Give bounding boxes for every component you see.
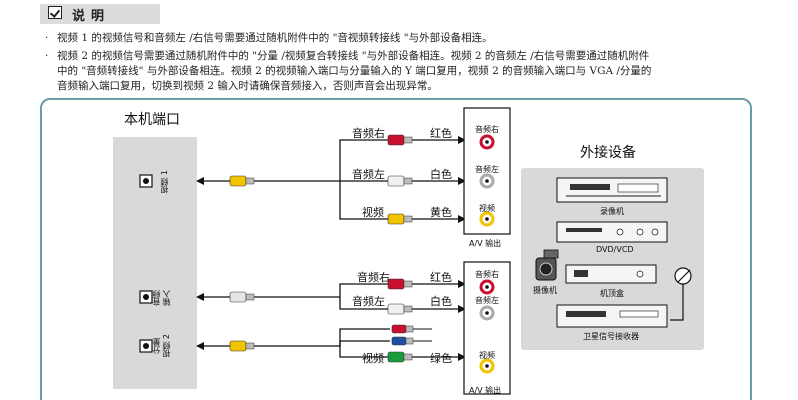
top-color-yellow: 黄色	[430, 206, 452, 219]
device-label-satellite: 卫星信号接收器	[583, 332, 639, 341]
satellite-receiver-icon	[556, 304, 668, 328]
top-color-red: 红色	[430, 127, 452, 140]
note-2: · 视频 2 的视频信号需要通过随机附件中的 "分量 /视频复合转接线 "与外部…	[45, 50, 652, 92]
bottom-jack-audio-right: 音频右	[475, 270, 499, 279]
top-color-white: 白色	[430, 168, 452, 181]
top-label-video: 视频	[362, 206, 384, 219]
plug-top-white	[387, 175, 466, 187]
plug-component-red	[391, 324, 432, 334]
camcorder-icon	[535, 249, 559, 281]
local-ports-title: 本机端口	[124, 112, 180, 128]
satellite-dish-icon	[670, 267, 692, 321]
bottom-color-white: 白色	[430, 295, 452, 308]
plug-top-yellow	[387, 213, 466, 225]
bottom-av-output-label: A/V 输出	[469, 386, 502, 395]
plug-top-red	[387, 134, 466, 146]
plug-component-blue	[391, 336, 432, 346]
top-label-audio-right: 音频右	[352, 127, 385, 140]
set-top-box-icon	[565, 264, 657, 284]
port-component-video2	[139, 339, 153, 353]
plug-bottom-white	[387, 303, 466, 315]
bottom-label-audio-left: 音频左	[352, 295, 385, 308]
plug-bottom-red	[387, 278, 466, 290]
section-header	[40, 4, 160, 24]
local-ports-panel	[113, 137, 197, 389]
device-label-dvd: DVD/VCD	[596, 245, 634, 254]
cable-audio-in	[196, 283, 390, 310]
port-audio-in	[139, 290, 153, 304]
diagram-frame	[40, 98, 752, 400]
bottom-label-video: 视频	[362, 352, 384, 365]
port-video1	[139, 174, 153, 188]
device-label-camcorder: 摄像机	[533, 286, 557, 295]
top-label-audio-left: 音频左	[352, 168, 385, 181]
top-jack-audio-left: 音频左	[475, 165, 499, 174]
cable-video1	[196, 139, 390, 220]
dvd-vcd-icon	[556, 221, 668, 243]
bottom-label-audio-right: 音频右	[357, 271, 390, 284]
bottom-jack-video: 视频	[479, 351, 495, 360]
bottom-color-green: 绿色	[430, 352, 452, 365]
vcr-icon	[556, 177, 668, 203]
section-title: 说明	[72, 9, 111, 24]
plug-component-green	[387, 351, 466, 363]
device-label-vcr: 录像机	[600, 207, 624, 216]
top-jack-video: 视频	[479, 204, 495, 213]
top-av-output-label: A/V 输出	[469, 239, 502, 248]
device-label-set-top-box: 机顶盒	[600, 289, 624, 298]
av-output-top	[463, 107, 511, 235]
external-devices-title: 外接设备	[580, 145, 636, 161]
note-1: · 视频 1 的视频信号和音频左 /右信号需要通过随机附件中的 "音视频转接线 …	[45, 32, 493, 44]
cable-component	[196, 328, 390, 358]
bottom-color-red: 红色	[430, 271, 452, 284]
top-jack-audio-right: 音频右	[475, 125, 499, 134]
bottom-jack-audio-left: 音频左	[475, 296, 499, 305]
checkbox-icon	[48, 6, 62, 19]
av-output-bottom	[463, 261, 511, 395]
